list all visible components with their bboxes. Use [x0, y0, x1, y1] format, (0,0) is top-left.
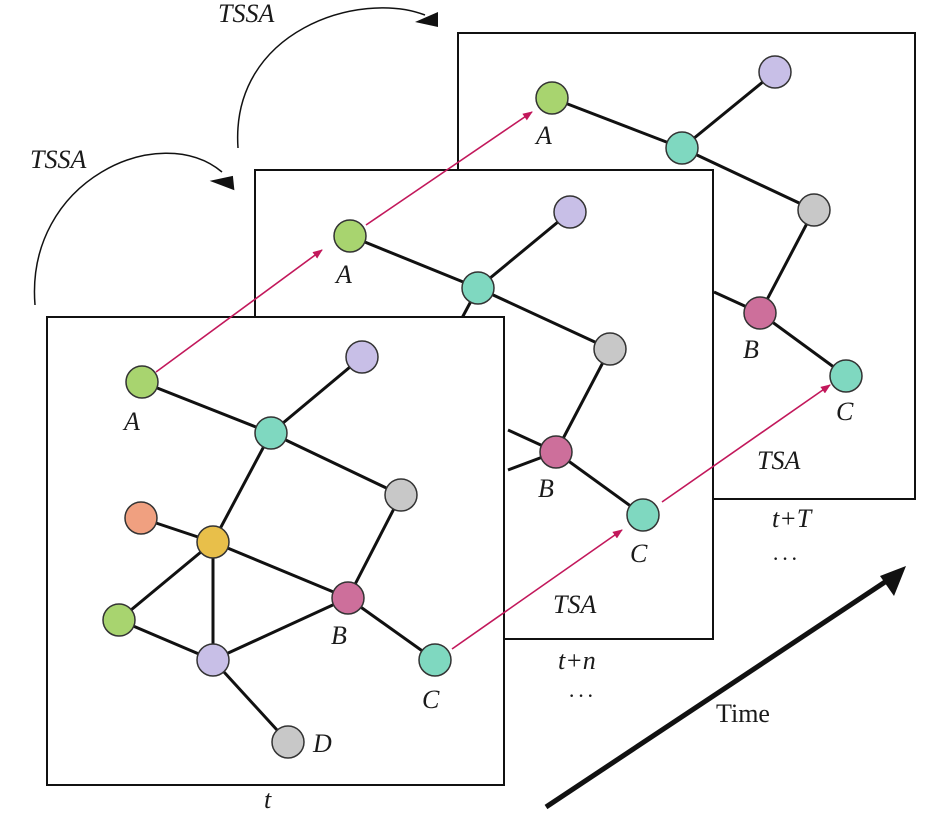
- node-label-c-mid: C: [630, 539, 648, 568]
- node-label-b-back: B: [743, 335, 759, 364]
- ellipsis-mid: ···: [568, 683, 596, 708]
- node-c-back: [829, 359, 863, 393]
- node-c-mid: [626, 498, 660, 532]
- time-label-t-plus-n: t+n: [558, 646, 596, 675]
- tssa-arc-top: [237, 7, 426, 149]
- node-yellow-front: [196, 525, 230, 559]
- node-a-back: [535, 81, 569, 115]
- node-label-a-mid: A: [334, 260, 352, 289]
- node-label-c-back: C: [836, 397, 854, 426]
- node-lavender-back: [758, 55, 792, 89]
- node-gray-mid: [593, 332, 627, 366]
- node-a-front: [125, 365, 159, 399]
- node-label-a-front: A: [122, 407, 140, 436]
- node-label-a-back: A: [534, 121, 552, 150]
- node-teal-back: [665, 131, 699, 165]
- node-teal-front: [254, 416, 288, 450]
- time-label-t-plus-T: t+T: [772, 504, 813, 533]
- tssa-arrowhead-left: [209, 175, 235, 191]
- node-salmon-front: [124, 501, 158, 535]
- tsa-arrow-a-front-to-mid: [155, 249, 323, 373]
- tssa-arrowhead-top: [415, 12, 438, 27]
- tsa-arrow-c-mid-to-back: [661, 384, 831, 503]
- node-b-mid: [539, 435, 573, 469]
- tsa-arrow-c-front-to-mid: [451, 529, 623, 650]
- node-label-b-front: B: [331, 621, 347, 650]
- frame-front-border: [46, 316, 505, 786]
- frame-t: A B C D: [46, 316, 505, 786]
- time-label-t: t: [264, 785, 272, 814]
- node-label-d-front: D: [312, 729, 332, 758]
- tssa-label-left: TSSA: [30, 145, 86, 174]
- tssa-label-top: TSSA: [218, 0, 274, 28]
- node-gray-front: [384, 478, 418, 512]
- node-gray-back: [797, 193, 831, 227]
- node-green-front: [102, 603, 136, 637]
- tsa-arrow-a-mid-to-back: [365, 111, 533, 226]
- node-label-b-mid: B: [538, 474, 554, 503]
- tsa-label-back: TSA: [757, 446, 800, 475]
- time-axis-label: Time: [716, 699, 770, 728]
- node-teal-mid: [461, 271, 495, 305]
- node-b-front: [331, 581, 365, 615]
- time-axis-arrow: [544, 577, 890, 810]
- node-lavender-front: [345, 340, 379, 374]
- tssa-arc-left: [33, 152, 223, 306]
- node-d-front: [271, 725, 305, 759]
- time-axis-arrowhead: [880, 566, 906, 596]
- ellipsis-back: ···: [772, 546, 800, 571]
- node-c-front: [418, 643, 452, 677]
- node-b-back: [743, 296, 777, 330]
- node-lavender-mid: [553, 195, 587, 229]
- node-label-c-front: C: [422, 685, 440, 714]
- node-a-mid: [333, 219, 367, 253]
- node-lavender2-front: [196, 643, 230, 677]
- tsa-label-mid: TSA: [553, 590, 596, 619]
